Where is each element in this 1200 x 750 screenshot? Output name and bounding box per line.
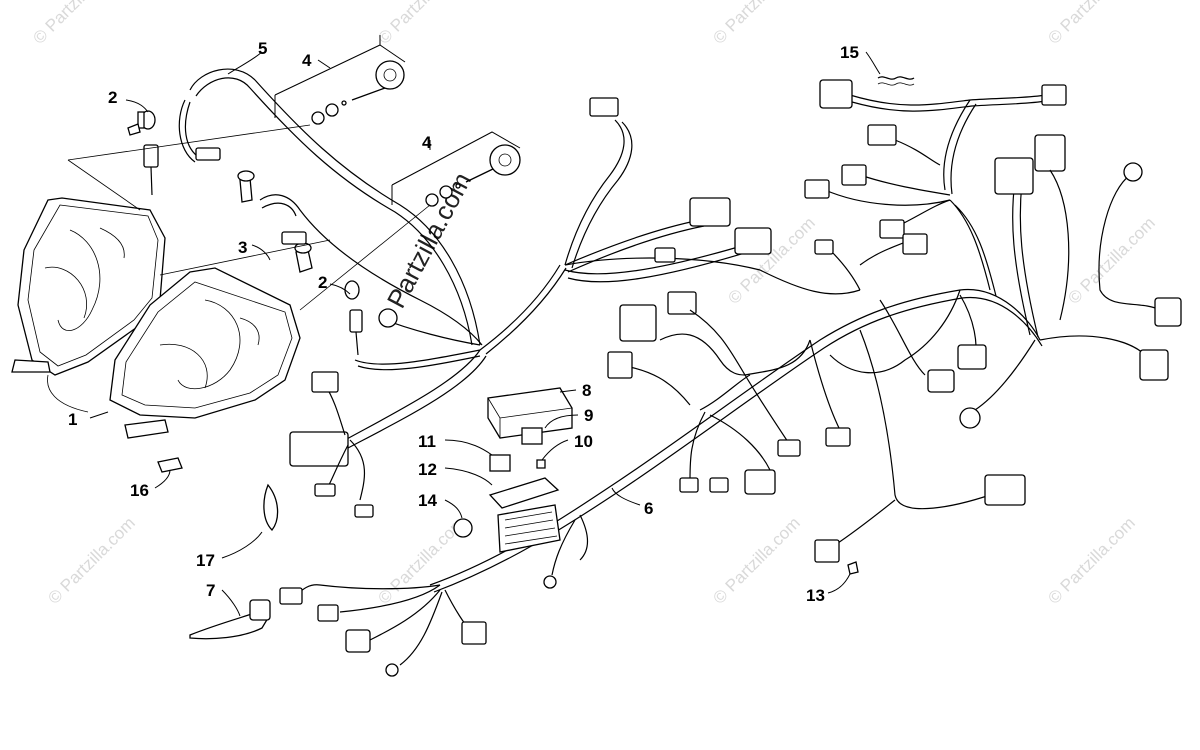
callout-labels: 1 2 2 3 4 4 5 6 7 8 9 10 11 12 13 14 15 …: [68, 39, 859, 605]
callout-17: 17: [196, 551, 215, 570]
callout-2: 2: [318, 273, 327, 292]
callout-6: 6: [644, 499, 653, 518]
watermark-center-text: Partzilla.com: [381, 167, 477, 312]
callout-12: 12: [418, 460, 437, 479]
headlight-harness: [178, 68, 567, 371]
upper-right-harness: [804, 79, 1182, 429]
callout-11: 11: [418, 432, 436, 451]
callout-8: 8: [582, 381, 591, 400]
main-harness: [279, 97, 1043, 677]
callout-3: 3: [238, 238, 247, 257]
watermark-text: © Partzilla.com: [709, 0, 803, 48]
callout-2: 2: [108, 88, 117, 107]
watermark-text: © Partzilla.com: [44, 513, 138, 607]
watermark-text: © Partzilla.com: [1044, 0, 1138, 48]
watermark-text: © Partzilla.com: [1064, 213, 1158, 307]
watermark-text: © Partzilla.com: [1044, 513, 1138, 607]
adjuster-parts: [67, 35, 521, 311]
callout-1: 1: [68, 410, 77, 429]
callout-7: 7: [206, 581, 215, 600]
headlight-assembly: [11, 197, 301, 439]
watermark-text: © Partzilla.com: [374, 0, 468, 48]
callout-14: 14: [418, 491, 437, 510]
callout-leaders: [125, 51, 881, 617]
watermark-text: © Partzilla.com: [29, 0, 123, 48]
bulb-parts: [127, 110, 363, 356]
callout-4: 4: [302, 51, 312, 70]
callout-10: 10: [574, 432, 593, 451]
callout-13: 13: [806, 586, 825, 605]
callout-15: 15: [840, 43, 859, 62]
watermark-text: © Partzilla.com: [709, 513, 803, 607]
relay-fuse-parts: [157, 76, 915, 640]
callout-5: 5: [258, 39, 267, 58]
callout-16: 16: [130, 481, 149, 500]
callout-4: 4: [422, 133, 432, 152]
callout-9: 9: [584, 406, 593, 425]
